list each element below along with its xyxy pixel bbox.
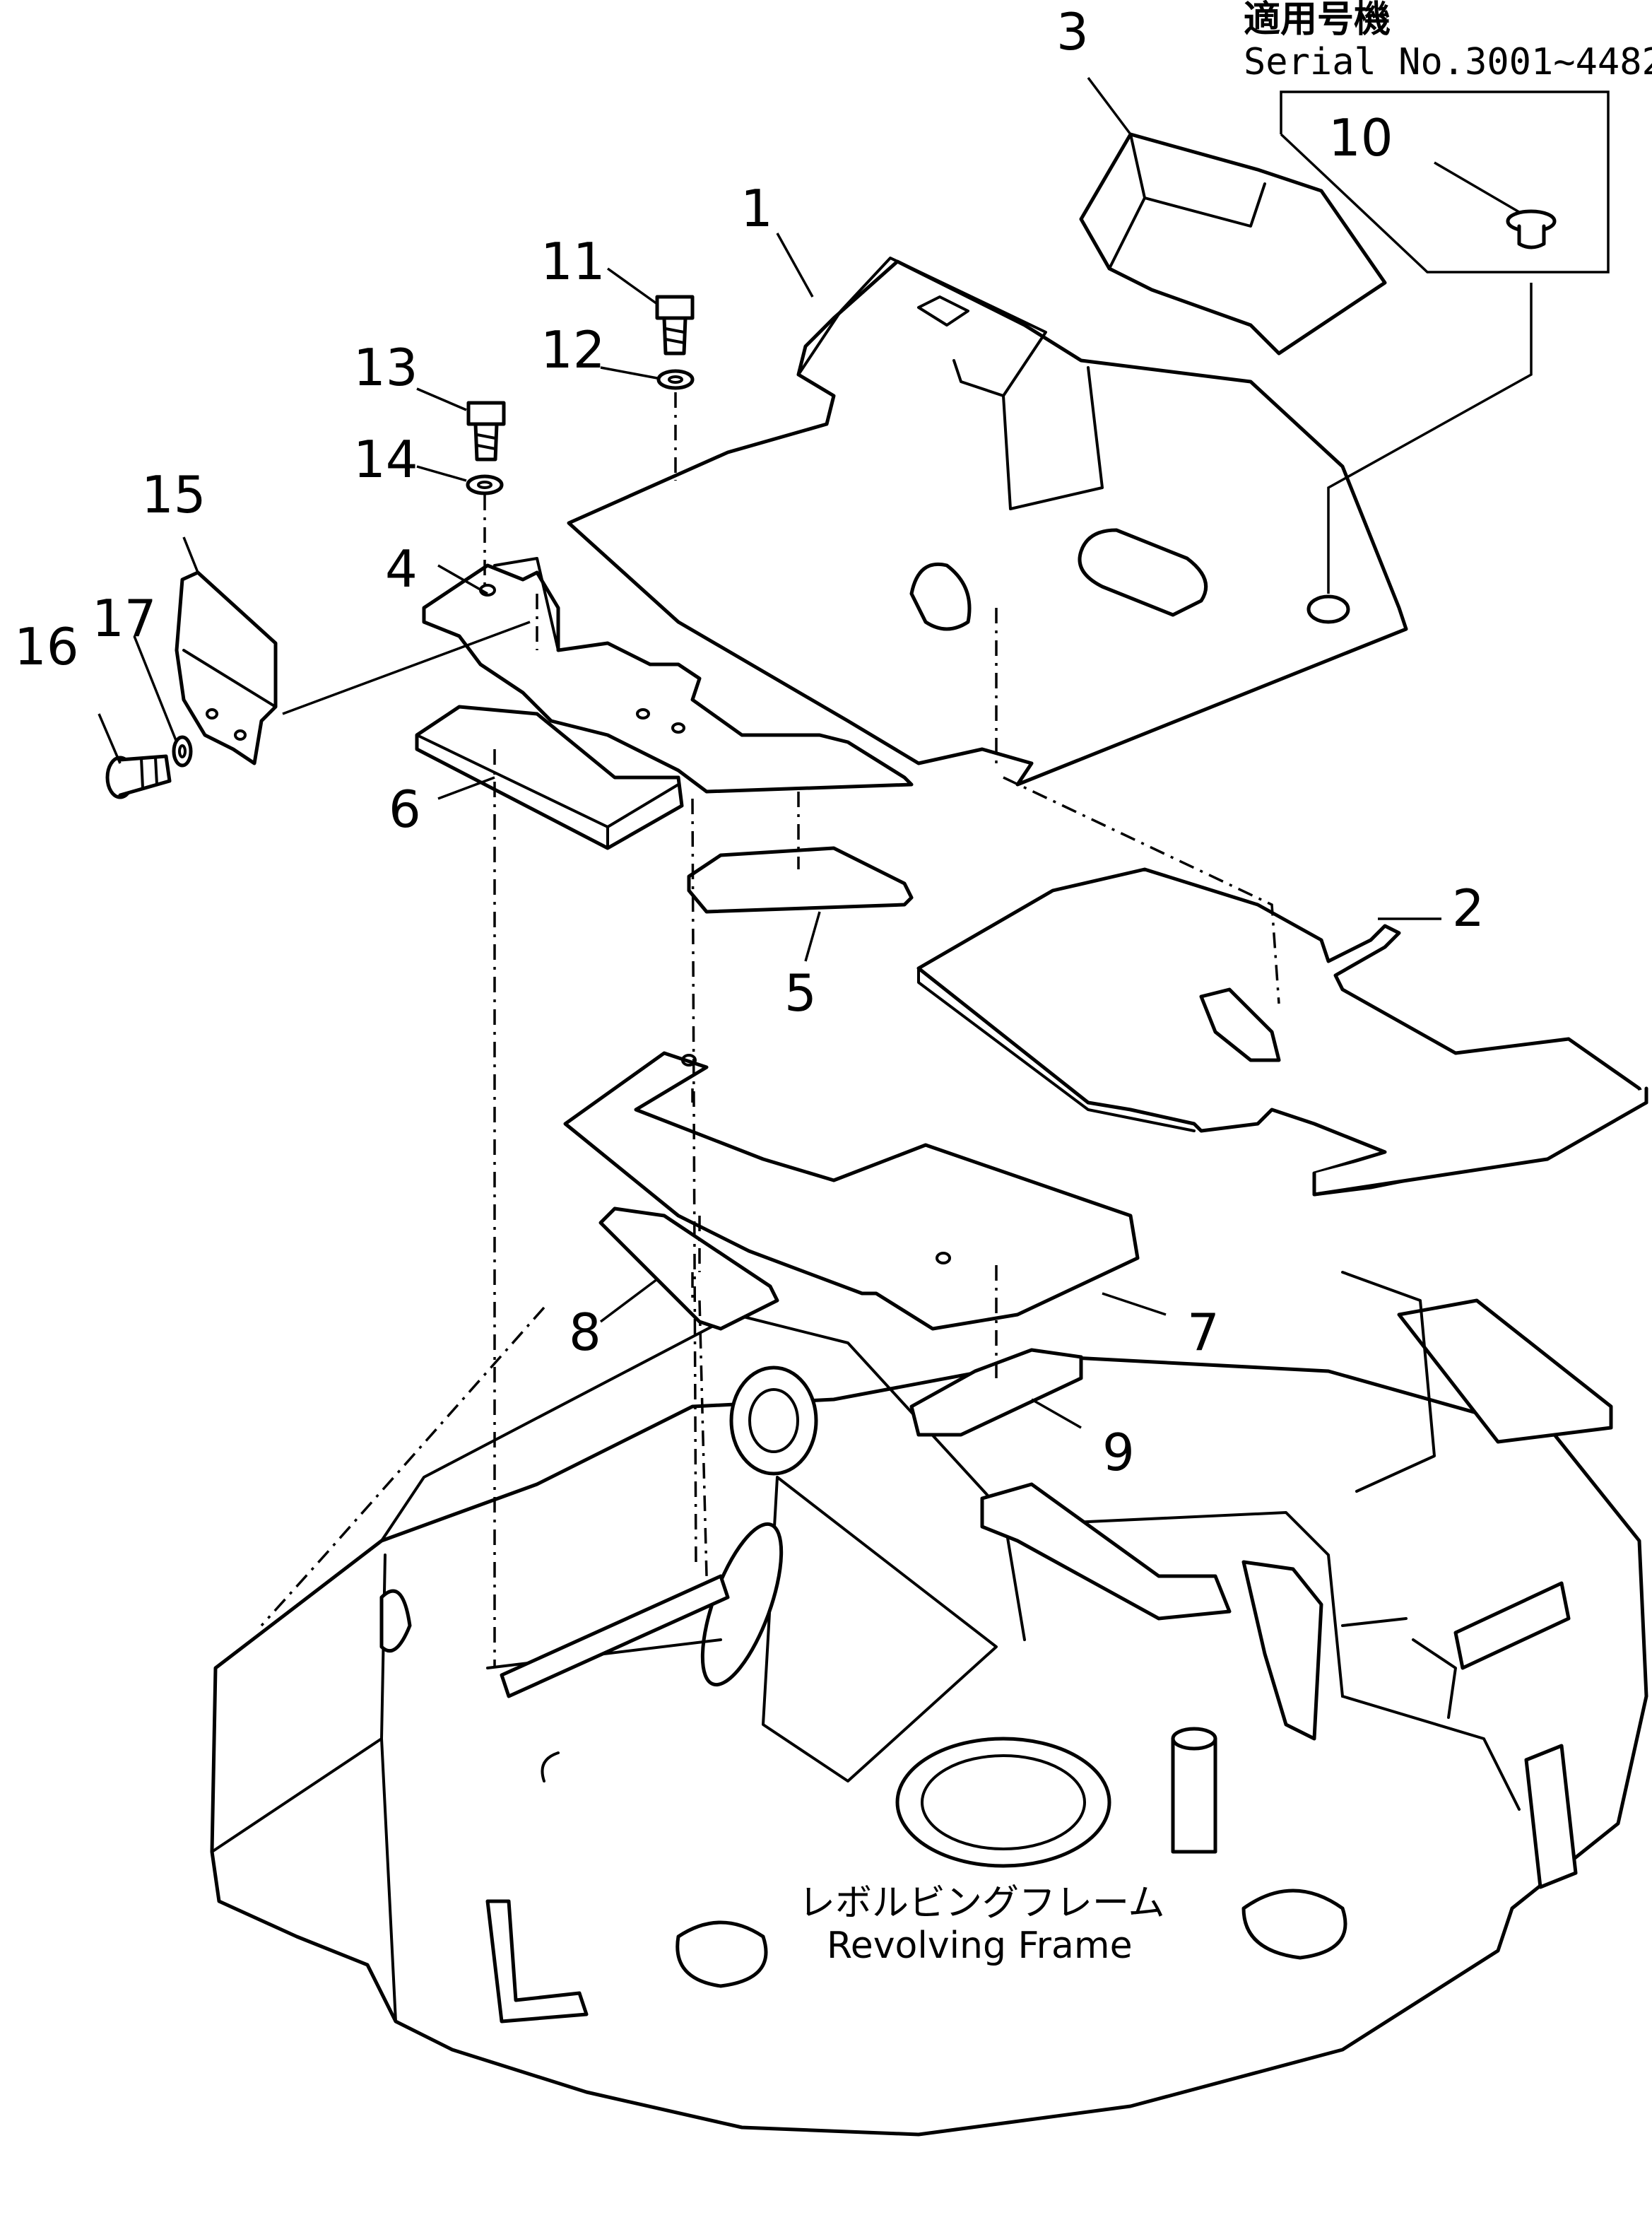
callout-8: 8 xyxy=(569,1303,601,1362)
part-12-washer xyxy=(656,369,695,390)
frame-label-jp: レボルビングフレーム xyxy=(798,1882,1164,1925)
callout-9: 9 xyxy=(1102,1423,1135,1482)
callout-4: 4 xyxy=(385,539,418,599)
callout-14: 14 xyxy=(353,430,418,489)
callout-5: 5 xyxy=(784,963,817,1023)
part-1-floor-plate xyxy=(567,257,1408,787)
part-7-lower-plate xyxy=(563,1051,1140,1331)
callout-3: 3 xyxy=(1056,2,1089,61)
part-8-pad xyxy=(598,1206,779,1331)
part-10-plug xyxy=(1506,209,1557,249)
part-11-bolt xyxy=(655,295,695,356)
part-3-cover xyxy=(1079,132,1387,356)
callout-numbers: 1 2 3 4 5 6 7 8 9 10 11 12 13 14 15 16 1… xyxy=(14,2,1485,1482)
callout-10: 10 xyxy=(1328,108,1393,168)
part-9-pad xyxy=(909,1348,1083,1437)
serial-note: 適用号機 Serial No.3001~4482 xyxy=(1244,0,1652,83)
assembly-lines xyxy=(260,283,1533,1668)
callout-15: 15 xyxy=(141,465,206,524)
part-14-washer xyxy=(466,474,504,495)
part-15-guard xyxy=(175,570,278,765)
part-17-washer xyxy=(172,735,193,768)
note-serial: Serial No.3001~4482 xyxy=(1244,41,1652,83)
part-16-bolt xyxy=(105,754,172,799)
callout-11: 11 xyxy=(541,232,606,291)
callout-2: 2 xyxy=(1452,879,1485,938)
callout-17: 17 xyxy=(92,589,157,648)
frame-label-en: Revolving Frame xyxy=(827,1925,1133,1967)
callout-7: 7 xyxy=(1187,1303,1220,1362)
frame-label: レボルビングフレーム Revolving Frame xyxy=(798,1882,1164,1967)
part-4-bracket xyxy=(422,557,914,794)
callout-12: 12 xyxy=(541,320,606,380)
part-13-bolt xyxy=(466,401,506,462)
part-5-pad xyxy=(687,846,914,914)
note-title: 適用号機 xyxy=(1244,0,1391,41)
serial-bracket xyxy=(1280,90,1610,274)
callout-leaders xyxy=(98,76,1520,1429)
part-2-side-plate xyxy=(916,867,1648,1197)
callout-1: 1 xyxy=(741,179,773,238)
callout-16: 16 xyxy=(14,617,79,676)
revolving-frame xyxy=(210,1271,1648,2137)
callout-6: 6 xyxy=(389,780,421,839)
callout-13: 13 xyxy=(353,338,418,397)
